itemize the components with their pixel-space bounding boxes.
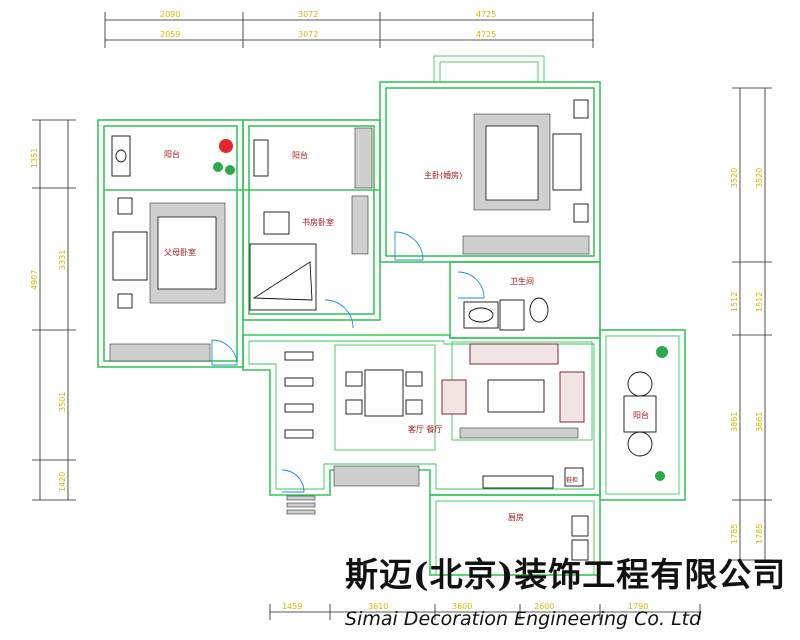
walls: [97, 55, 686, 576]
room-label-middle-balcony: 阳台: [292, 150, 308, 160]
dim-right-2b: 1512: [755, 292, 764, 312]
dim-top-1a: 2090: [160, 10, 180, 19]
room-label-master-bedroom: 主卧(婚房): [424, 170, 462, 180]
dim-top-2c: 4725: [476, 30, 496, 39]
dim-right-1b: 3520: [755, 168, 764, 188]
dim-right-1a: 3520: [730, 168, 739, 188]
dim-right-4b: 1785: [755, 524, 764, 544]
dim-top-1b: 3072: [298, 10, 318, 19]
dim-bottom-2: 3610: [368, 602, 388, 611]
dim-bottom-5: 1790: [628, 602, 648, 611]
room-label-study: 书房卧室: [302, 217, 334, 227]
dimension-labels: 2090 3072 4725 2059 3072 4725 1351 4907 …: [30, 10, 764, 611]
dim-bottom-1: 1459: [282, 602, 302, 611]
room-label-kitchen: 厨房: [508, 512, 524, 522]
company-name-english: Simai Decoration Engineering Co. Ltd: [345, 608, 702, 630]
company-name-chinese: 斯迈(北京)装饰工程有限公司: [345, 555, 787, 594]
plant-icon-balcony: [655, 346, 668, 481]
room-label-living-dining: 客厅 餐厅: [408, 424, 443, 434]
dim-left-1: 1351: [30, 148, 39, 168]
dim-left-4: 3501: [58, 392, 67, 412]
doors: [211, 231, 485, 493]
dim-bottom-3: 3600: [452, 602, 472, 611]
plant-icon: [213, 139, 235, 175]
room-label-bathroom: 卫生间: [510, 276, 534, 286]
dim-right-3b: 3861: [755, 412, 764, 432]
room-label-left-balcony: 阳台: [164, 149, 180, 159]
dim-top-2b: 3072: [298, 30, 318, 39]
room-label-shoe-cabinet: 鞋柜: [566, 476, 578, 484]
dimension-lines: [32, 12, 772, 620]
dim-top-2a: 2059: [160, 30, 180, 39]
dim-left-3: 3331: [58, 250, 67, 270]
dim-right-4a: 1785: [730, 524, 739, 544]
room-labels: 阳台 阳台 父母卧室 书房卧室 主卧(婚房) 卫生间 客厅 餐厅 阳台 厨房 鞋…: [164, 149, 649, 522]
dim-left-2: 4907: [30, 270, 39, 290]
dim-right-2a: 1512: [730, 292, 739, 312]
furniture: [109, 99, 668, 561]
dim-top-1c: 4725: [476, 10, 496, 19]
dim-left-5: 1420: [58, 472, 67, 492]
room-label-parents-bedroom: 父母卧室: [164, 247, 196, 257]
dim-right-3a: 3861: [730, 412, 739, 432]
room-label-right-balcony: 阳台: [633, 410, 649, 420]
dim-bottom-4: 2600: [534, 602, 554, 611]
